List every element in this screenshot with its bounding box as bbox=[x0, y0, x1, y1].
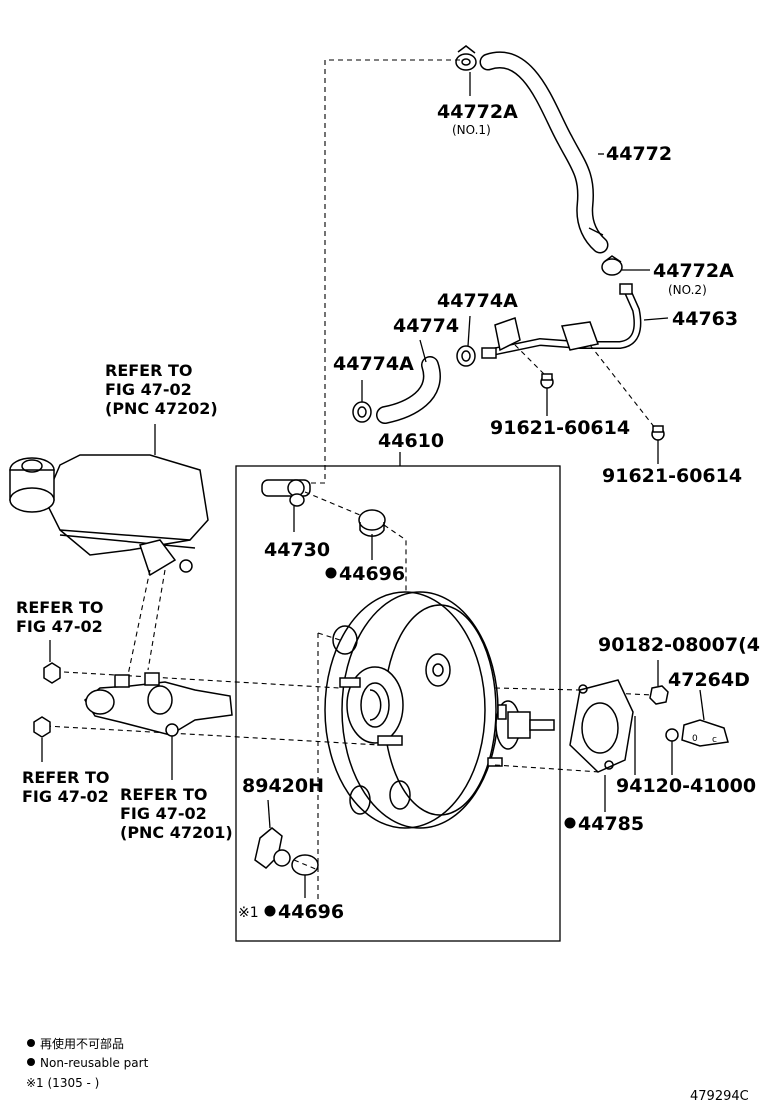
nut-90182 bbox=[649, 685, 669, 705]
label-94120: 94120-41000 bbox=[616, 775, 756, 797]
assembly-frame bbox=[235, 465, 561, 942]
clevis-47264D: 0 c bbox=[665, 719, 729, 747]
legend-dot-en bbox=[27, 1058, 35, 1066]
hose-clip-44774A-left bbox=[352, 401, 372, 423]
label-44785: 44785 bbox=[578, 813, 644, 835]
ref4-line1: REFER TO bbox=[120, 785, 208, 804]
ref1-line1: REFER TO bbox=[105, 361, 193, 380]
master-cylinder bbox=[84, 672, 233, 737]
ref2-line1: REFER TO bbox=[16, 598, 104, 617]
reservoir-tank bbox=[9, 454, 209, 577]
nut-left-lower bbox=[33, 716, 51, 738]
nonreusable-dot-44696-top bbox=[325, 567, 337, 579]
label-44774: 44774 bbox=[393, 315, 459, 337]
grommet-44696-top bbox=[358, 509, 386, 537]
label-44772A-no2: 44772A bbox=[653, 260, 734, 282]
nonreusable-dot-44696-bottom bbox=[264, 905, 276, 917]
legend-jp: 再使用不可部品 bbox=[40, 1036, 124, 1051]
bolt-91621-a bbox=[540, 373, 554, 389]
svg-text:c: c bbox=[712, 735, 717, 745]
ref4-line2: FIG 47-02 bbox=[120, 804, 207, 823]
label-47264D: 47264D bbox=[668, 669, 750, 691]
label-91621-a: 91621-60614 bbox=[490, 417, 630, 439]
bolt-91621-b bbox=[651, 425, 665, 441]
ref1-line3: (PNC 47202) bbox=[105, 399, 218, 418]
brake-booster bbox=[324, 591, 555, 829]
label-44772A-no1-sub: (NO.1) bbox=[452, 123, 491, 137]
label-44730: 44730 bbox=[264, 539, 330, 561]
dashed-link-44730 bbox=[305, 59, 460, 484]
ref1-line2: FIG 47-02 bbox=[105, 380, 192, 399]
label-44696-bottom: 44696 bbox=[278, 901, 344, 923]
label-89420H: 89420H bbox=[242, 775, 324, 797]
label-91621-b: 91621-60614 bbox=[602, 465, 742, 487]
label-44610: 44610 bbox=[378, 430, 444, 452]
nut-left-upper bbox=[43, 662, 61, 684]
label-44696-top: 44696 bbox=[339, 563, 405, 585]
hose-clip-no2 bbox=[601, 255, 623, 276]
label-44774A-top: 44774A bbox=[437, 290, 518, 312]
label-90182: 90182-08007(4) bbox=[598, 634, 760, 656]
hose-clip-no1 bbox=[455, 45, 477, 71]
ref2-line2: FIG 47-02 bbox=[16, 617, 103, 636]
vacuum-pipe-44763 bbox=[481, 283, 642, 359]
label-44774A-left: 44774A bbox=[333, 353, 414, 375]
nonreusable-dot-44785 bbox=[564, 817, 576, 829]
label-44772A-no2-sub: (NO.2) bbox=[668, 283, 707, 297]
legend-en: Non-reusable part bbox=[40, 1056, 149, 1070]
label-x1-mark: ※1 bbox=[238, 905, 259, 921]
legend-x1: ※1 (1305 - ) bbox=[26, 1076, 99, 1090]
svg-text:0: 0 bbox=[692, 734, 698, 744]
sensor-89420H bbox=[254, 827, 291, 869]
figure-id: 479294C bbox=[690, 1089, 749, 1104]
gasket-44785 bbox=[569, 679, 634, 773]
ref3-line2: FIG 47-02 bbox=[22, 787, 109, 806]
legend-dot-jp bbox=[27, 1039, 35, 1047]
hose-clip-44774A-top bbox=[456, 345, 476, 367]
check-valve-44730 bbox=[261, 479, 311, 507]
label-44772A-no1: 44772A bbox=[437, 101, 518, 123]
label-44763: 44763 bbox=[672, 308, 738, 330]
label-44772: 44772 bbox=[606, 143, 672, 165]
ref4-line3: (PNC 47201) bbox=[120, 823, 233, 842]
ref3-line1: REFER TO bbox=[22, 768, 110, 787]
